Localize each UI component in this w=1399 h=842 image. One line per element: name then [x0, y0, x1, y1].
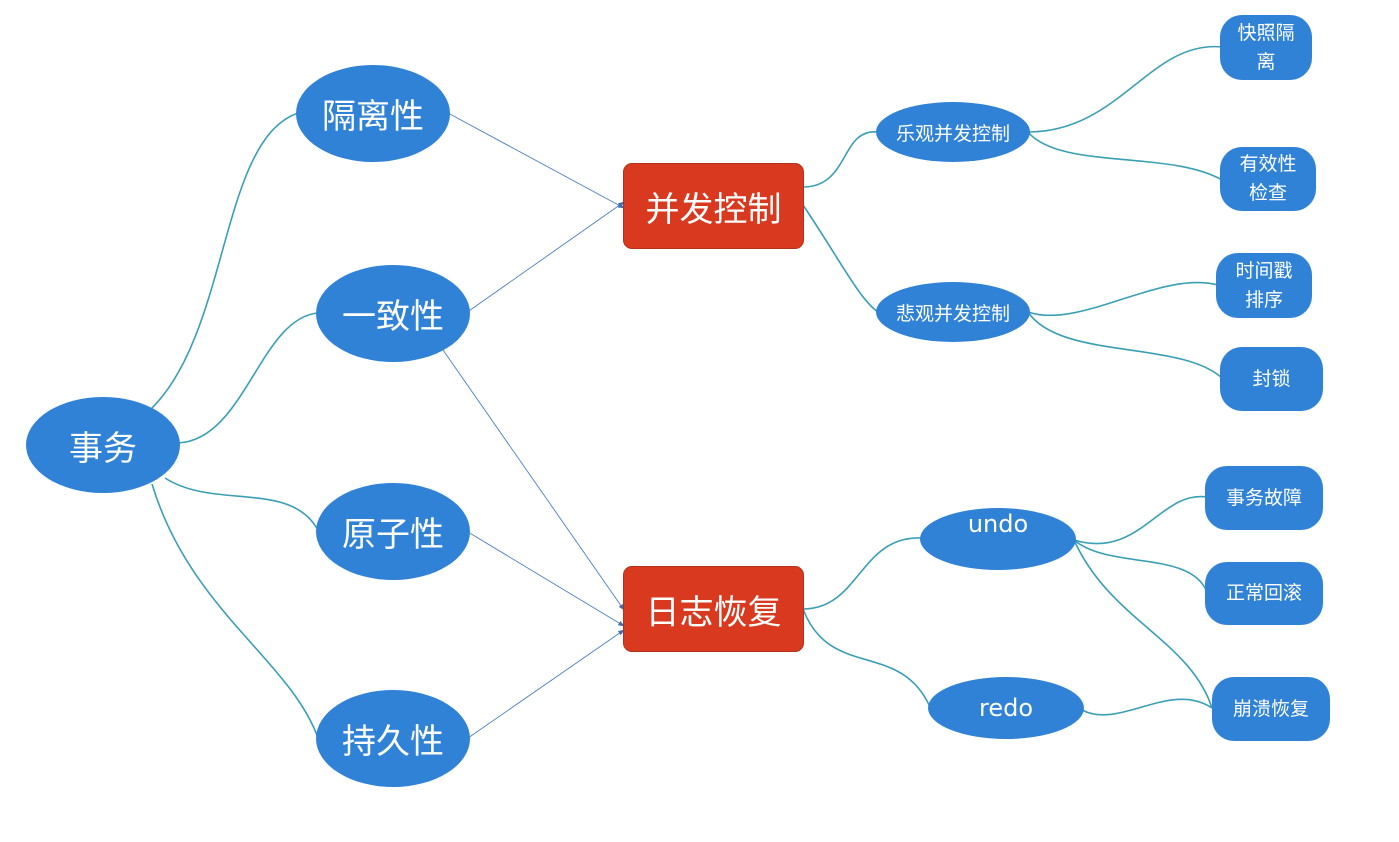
- node-locking[interactable]: 封锁: [1220, 347, 1323, 411]
- validation-label-line2: 检查: [1248, 182, 1287, 204]
- log-recovery-label: 日志恢复: [645, 592, 782, 633]
- node-timestamp-ordering[interactable]: 时间戳 排序: [1216, 253, 1312, 318]
- locking-label: 封锁: [1252, 367, 1291, 390]
- root-node-transaction[interactable]: 事务: [26, 397, 180, 493]
- edge-undo-normal-rollback: [1073, 539, 1208, 593]
- node-undo[interactable]: undo: [920, 508, 1076, 570]
- snapshot-label-line2: 离: [1256, 50, 1276, 73]
- timestamp-label-line2: 排序: [1244, 288, 1283, 311]
- edge-log-undo: [802, 537, 923, 610]
- arrow-durability-log: [467, 629, 625, 739]
- node-atomicity[interactable]: 原子性: [316, 483, 470, 580]
- root-label: 事务: [69, 428, 137, 469]
- undo-label: undo: [967, 510, 1029, 538]
- edge-pessimistic-timestamp: [1027, 281, 1219, 317]
- node-txn-failure[interactable]: 事务故障: [1205, 466, 1323, 530]
- edge-root-atomicity: [164, 477, 319, 531]
- crash-recovery-label: 崩溃恢复: [1232, 697, 1309, 720]
- isolation-label: 隔离性: [322, 97, 424, 137]
- node-log-recovery[interactable]: 日志恢复: [623, 566, 804, 652]
- txn-failure-label: 事务故障: [1225, 486, 1302, 509]
- edge-redo-crash-recovery: [1081, 698, 1213, 716]
- concurrency-label: 并发控制: [645, 189, 782, 230]
- atomicity-label: 原子性: [342, 515, 444, 555]
- node-redo[interactable]: redo: [928, 677, 1084, 739]
- consistency-label: 一致性: [342, 297, 444, 337]
- node-pessimistic-concurrency[interactable]: 悲观并发控制: [876, 282, 1030, 342]
- edge-optimistic-snapshot: [1027, 45, 1223, 133]
- edge-root-isolation: [151, 112, 299, 409]
- arrow-atomicity-log: [467, 531, 625, 627]
- edge-log-redo: [802, 608, 931, 708]
- edge-concurrency-pessimistic: [802, 204, 879, 313]
- arrow-isolation-concurrency: [447, 112, 625, 209]
- node-normal-rollback[interactable]: 正常回滚: [1205, 562, 1323, 625]
- node-durability[interactable]: 持久性: [316, 690, 470, 787]
- node-isolation[interactable]: 隔离性: [296, 65, 450, 162]
- node-snapshot-isolation[interactable]: 快照隔 离: [1220, 15, 1312, 80]
- optimistic-label: 乐观并发控制: [895, 122, 1010, 145]
- normal-rollback-label: 正常回滚: [1225, 582, 1302, 604]
- validation-label-line1: 有效性: [1239, 153, 1297, 175]
- edge-root-consistency: [177, 312, 319, 444]
- node-consistency[interactable]: 一致性: [316, 265, 470, 362]
- snapshot-label-line1: 快照隔: [1237, 21, 1295, 44]
- node-crash-recovery[interactable]: 崩溃恢复: [1212, 677, 1330, 741]
- pessimistic-label: 悲观并发控制: [895, 302, 1010, 325]
- arrow-consistency-concurrency: [465, 201, 625, 314]
- edge-undo-txn-failure: [1073, 495, 1208, 545]
- edge-pessimistic-locking: [1027, 311, 1223, 379]
- redo-label: redo: [978, 694, 1034, 722]
- node-concurrency-control[interactable]: 并发控制: [623, 163, 804, 249]
- node-optimistic-concurrency[interactable]: 乐观并发控制: [876, 102, 1030, 162]
- edge-concurrency-optimistic: [802, 131, 879, 188]
- node-validation-check[interactable]: 有效性 检查: [1220, 147, 1316, 211]
- edge-optimistic-validation: [1027, 131, 1223, 181]
- durability-label: 持久性: [342, 722, 444, 762]
- edge-undo-crash-recovery: [1073, 539, 1213, 709]
- arrow-consistency-log: [442, 349, 625, 611]
- timestamp-label-line1: 时间戳: [1235, 259, 1293, 282]
- edge-root-durability: [151, 483, 319, 739]
